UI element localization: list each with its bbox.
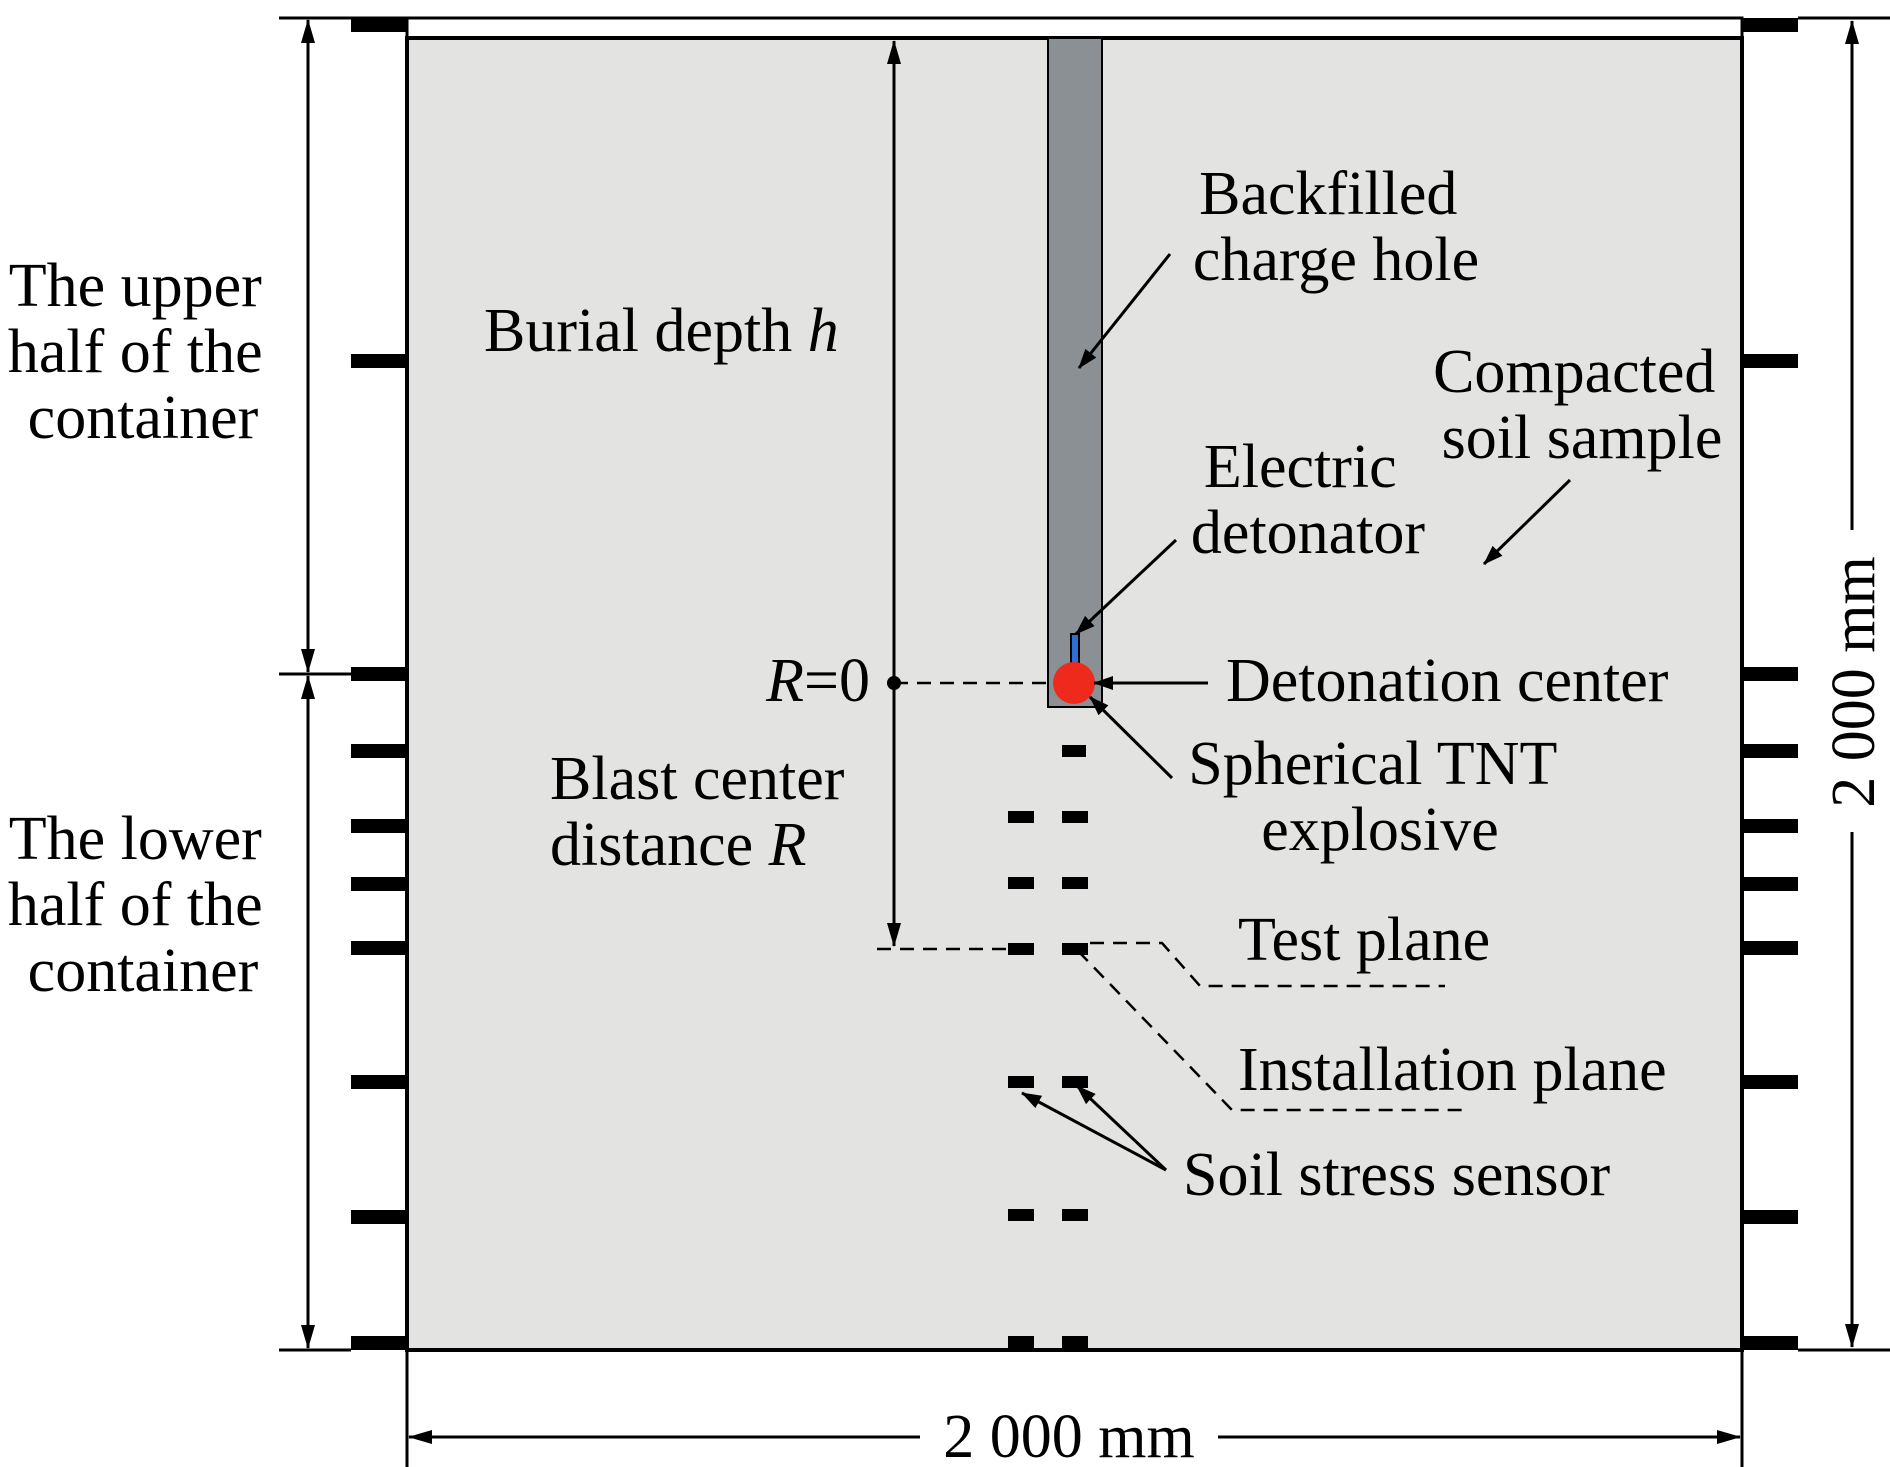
burial-depth-label: Burial depth h: [484, 297, 839, 365]
detonation-center-label: Detonation center: [1226, 647, 1669, 715]
leader-lines: [1021, 253, 1572, 1172]
backfilled-charge-hole-label: Backfilled charge hole: [1193, 160, 1479, 294]
electric-detonator-label: Electric detonator: [1191, 433, 1425, 567]
backfilled-charge-hole: [1047, 37, 1103, 708]
width-dimension-label: 2 000 mm: [943, 1403, 1194, 1467]
width-dimension: [405, 1350, 1744, 1467]
height-dimension: [1798, 16, 1890, 1352]
compacted-soil-sample-label: Compacted soil sample: [1433, 338, 1731, 472]
soil-stress-sensors: [1008, 745, 1088, 1348]
upper-half-label: The upper half of the container: [8, 252, 278, 452]
half-dimension-lines: [279, 16, 407, 1352]
lower-half-label: The lower half of the container: [8, 805, 278, 1005]
installation-plane-label: Installation plane: [1238, 1036, 1667, 1104]
spherical-tnt-label: Spherical TNT explosive: [1188, 730, 1571, 864]
test-plane-label: Test plane: [1238, 906, 1490, 974]
container-top-rim: [405, 16, 1744, 40]
soil-stress-sensor-label: Soil stress sensor: [1183, 1141, 1610, 1209]
spherical-tnt-explosive: [1053, 662, 1095, 704]
height-dimension-label: 2 000 mm: [1820, 556, 1888, 807]
right-wall-markers: [1742, 18, 1798, 1350]
blast-center-distance-label: Blast center distance R: [550, 745, 860, 879]
left-wall-markers: [351, 18, 407, 1350]
dashed-reference-lines: [877, 681, 1465, 1112]
r-zero-label: R=0: [765, 647, 870, 715]
